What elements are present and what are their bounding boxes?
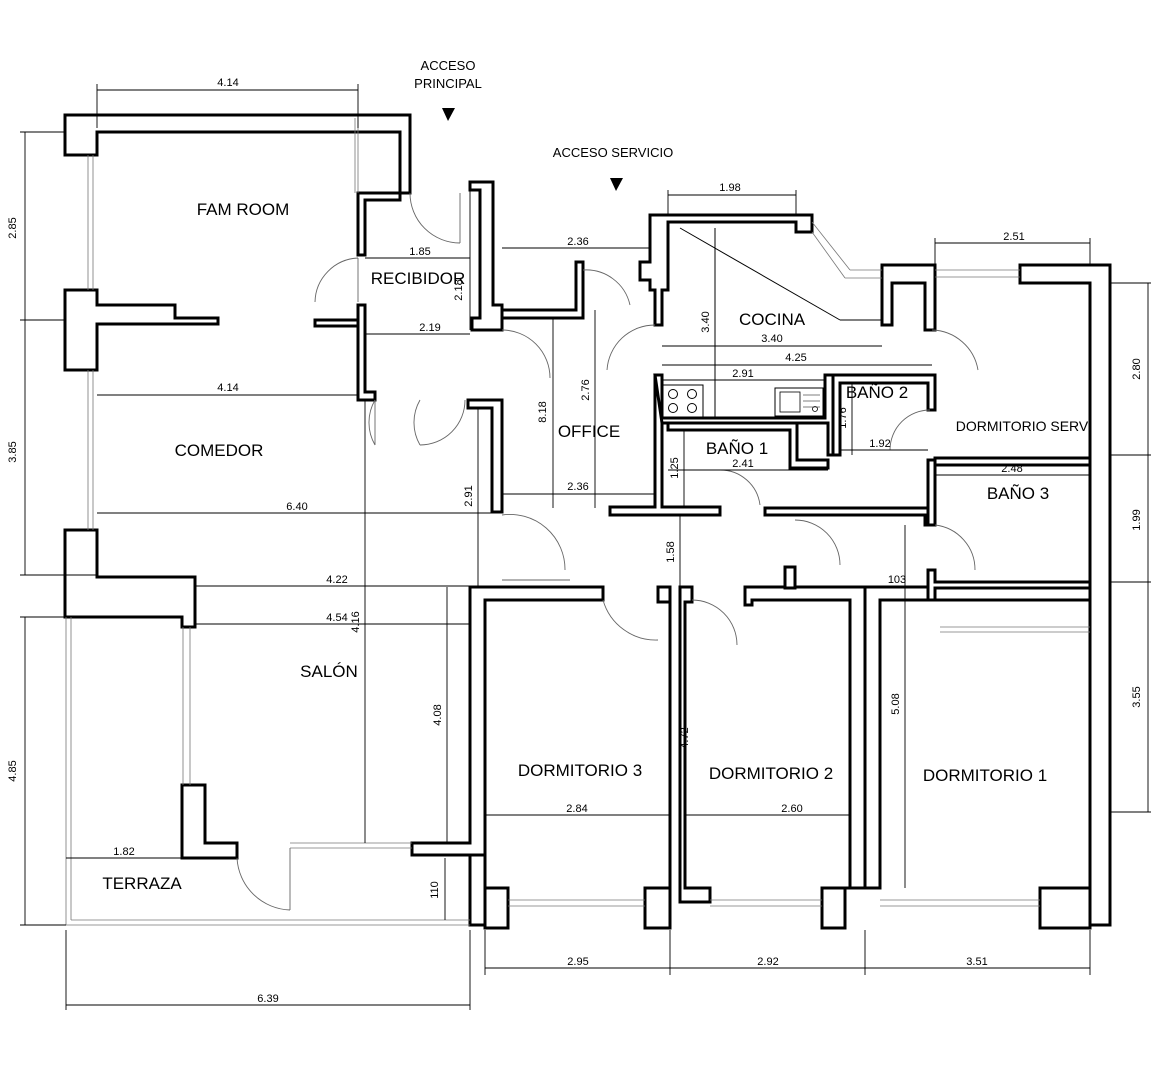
room-label-fam-room: FAM ROOM [197,200,290,219]
doors [236,192,979,911]
wall-dorm3-right [643,585,672,930]
dim-label: 2.18 [453,279,465,300]
access-markers: ACCESO PRINCIPAL ACCESO SERVICIO [414,58,673,191]
dim-label: 6.39 [257,993,278,1005]
dim-label: 110 [429,881,441,899]
dim-label: 4.54 [326,612,347,624]
dim-label: 103 [888,574,906,586]
dim-label: 2.36 [567,481,588,493]
wall-cocina-top [638,213,814,327]
wall-left-pier-low [63,528,197,629]
dim-label: 1.58 [665,541,677,562]
room-label-dormitorio1: DORMITORIO 1 [923,766,1047,785]
wall-corridor-mid [763,506,937,527]
room-label-comedor: COMEDOR [175,441,264,460]
dim-label: 1.99 [1131,509,1143,530]
dim-label: 1.76 [837,407,849,428]
wall-corridor-stub [500,260,585,320]
wall-left-pier-mid [63,288,220,372]
dim-label: 1.98 [719,182,740,194]
dim-label: 2.19 [419,322,440,334]
room-label-dormitorio2: DORMITORIO 2 [709,764,833,783]
dim-label: 3.51 [966,956,987,968]
room-label-bano3: BAÑO 3 [987,484,1049,503]
windows [65,118,1090,926]
wall-dorm2-left [678,585,712,904]
wall-bano1-top [662,421,830,470]
dim-label: 8.18 [537,401,549,422]
dim-label: 4.22 [326,574,347,586]
room-label-dormitorio3: DORMITORIO 3 [518,761,642,780]
dim-label: 2.41 [732,458,753,470]
dim-label: 2.85 [7,217,19,238]
wall-bano3-left [926,458,937,527]
dim-label: 1.85 [409,246,430,258]
dimension-labels: 4.14 2.85 1.85 2.18 2.19 2.36 4.14 3.85 … [7,77,1143,1005]
dim-label: 2.76 [580,379,592,400]
arrow-down-icon [442,108,455,121]
dimension-lines [20,84,1151,1010]
room-label-dormitorio-serv: DORMITORIO SERV [956,418,1089,434]
dim-label: 2.84 [566,803,587,815]
wall-dorm2-top [743,585,867,930]
room-label-cocina: COCINA [739,310,806,329]
dim-label: 2.80 [1131,358,1143,379]
room-labels: FAM ROOM RECIBIDOR COCINA COMEDOR OFFICE… [102,200,1089,893]
dim-label: 2.91 [732,368,753,380]
dim-label: 4.14 [217,77,238,89]
dim-label: 6.40 [286,501,307,513]
dim-label: 2.92 [757,956,778,968]
access-principal-line1: ACCESO [421,58,476,73]
dim-label: 2.91 [463,485,475,506]
wall-office-left [466,398,504,514]
wall-bottom-pier [468,853,487,927]
dim-label: 3.85 [7,441,19,462]
wall-dorm1-right [1038,886,1092,930]
wall-recibidor-right [468,180,504,332]
dim-label: 1.92 [869,438,890,450]
dim-label: 2.60 [781,803,802,815]
wall-recibidor-stub [313,318,360,328]
dim-label: 3.40 [700,311,712,332]
room-label-recibidor: RECIBIDOR [371,269,465,288]
dim-label: 4.85 [7,760,19,781]
wall-office-bottom [608,373,722,517]
dim-label: 2.95 [567,956,588,968]
dim-label: 3.55 [1131,686,1143,707]
room-label-salon: SALÓN [300,662,358,681]
dim-label: 4.25 [785,352,806,364]
dim-label: 5.08 [890,693,902,714]
wall-bano2 [831,373,937,457]
dim-label: 4.08 [432,704,444,725]
wall-dorm3 [410,585,605,904]
access-principal-line2: PRINCIPAL [414,76,482,91]
dim-label: 3.40 [761,333,782,345]
wall-salon-lower-left [180,783,239,860]
dim-label: 4.14 [217,382,238,394]
access-servicio: ACCESO SERVICIO [553,145,673,160]
dim-label: 2.51 [1003,231,1024,243]
dim-label: 1.82 [113,846,134,858]
dim-label: 4.16 [350,611,362,632]
room-label-bano1: BAÑO 1 [706,439,768,458]
wall-cocina-right-block [880,263,937,332]
room-label-bano2: BAÑO 2 [846,383,908,402]
walls [63,113,1112,930]
dim-label: 2.36 [567,236,588,248]
room-label-terraza: TERRAZA [102,874,182,893]
dim-label: 2.48 [1001,463,1022,475]
wall-dorm2-stub [783,565,797,590]
wall-dorm1 [863,585,930,890]
wall-recibidor-left-low [356,303,377,402]
room-label-office: OFFICE [558,422,620,441]
arrow-down-icon [610,178,623,191]
dim-label: 1.25 [669,457,681,478]
cooktop-icon [662,384,704,418]
dim-label: 4.72 [679,727,691,748]
wall-dorm1-top [933,586,1092,602]
wall-dorm-bottom-piers [483,886,847,930]
